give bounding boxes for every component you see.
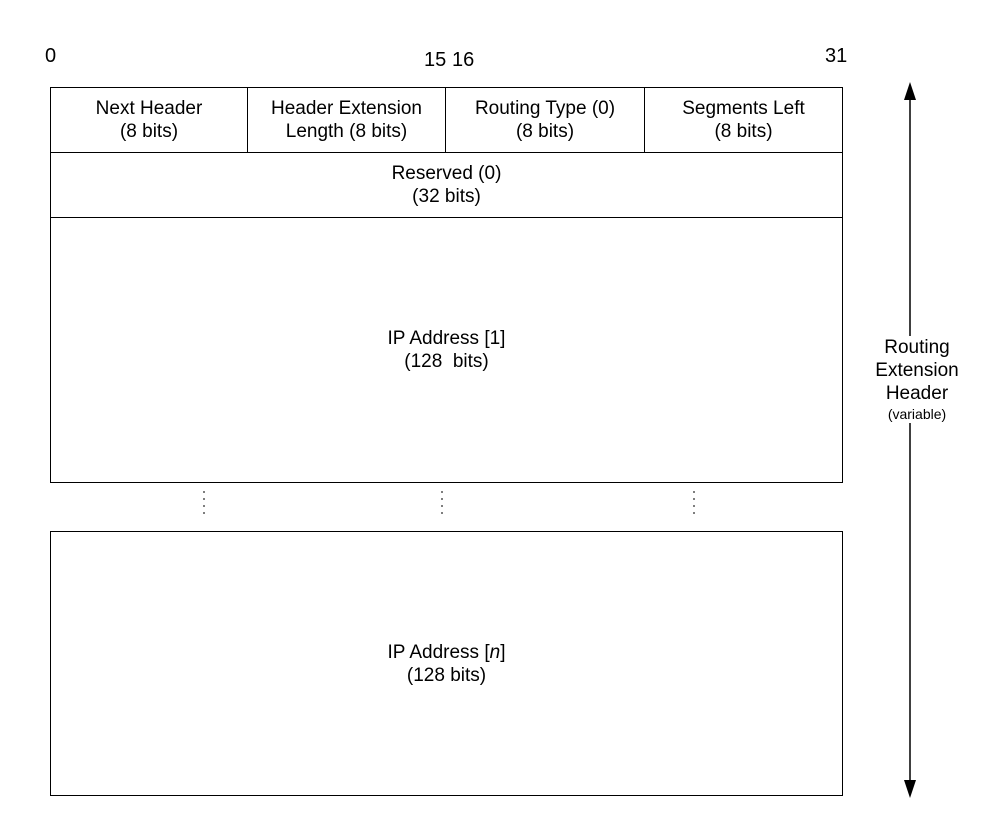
bit-label-16: 16 (452, 49, 475, 71)
field-segments-left: Segments Left (8 bits) (645, 88, 842, 152)
field-next-header-name: Next Header (95, 98, 203, 119)
field-next-header: Next Header (8 bits) (51, 88, 247, 152)
side-label-line-2: Extension (875, 360, 959, 381)
arrow-head-up-icon (904, 82, 916, 100)
bit-label-0: 0 (45, 45, 57, 67)
ellipsis-dots-left (203, 491, 205, 514)
header-box-bottom (50, 531, 843, 796)
double-arrow (904, 82, 916, 798)
field-header-extension-length-name: Header Extension (270, 98, 423, 119)
col-divider-1 (247, 87, 248, 153)
side-label-line-3: Header (885, 383, 949, 404)
row-divider-1 (50, 152, 843, 153)
field-ip-address-n-name: IP Address [n] (387, 641, 506, 663)
field-header-extension-length-size: Length (8 bits) (285, 121, 408, 142)
bit-label-31: 31 (825, 45, 848, 67)
field-routing-type-size: (8 bits) (515, 121, 575, 142)
field-reserved: Reserved (0) (32 bits) (51, 153, 842, 217)
field-ip-address-n: IP Address [n] (128 bits) (51, 532, 842, 795)
field-routing-type: Routing Type (0) (8 bits) (446, 88, 644, 152)
col-divider-3 (644, 87, 645, 153)
field-routing-type-name: Routing Type (0) (474, 98, 616, 119)
header-box-top (50, 87, 843, 483)
field-ip-address-1: IP Address [1] (128 bits) (51, 218, 842, 482)
ellipsis-dots-center (441, 491, 443, 514)
field-header-extension-length: Header Extension Length (8 bits) (248, 88, 445, 152)
col-divider-2 (445, 87, 446, 153)
side-label-line-1: Routing (884, 337, 950, 358)
field-reserved-name: Reserved (0) (391, 163, 502, 184)
row-divider-2 (50, 217, 843, 218)
routing-extension-header-label: Routing Extension Header (variable) (862, 336, 972, 423)
ellipsis-dots-right (693, 491, 695, 514)
field-ip-address-1-name: IP Address [1] (387, 328, 506, 349)
field-ip-address-n-size: (128 bits) (406, 664, 487, 686)
field-segments-left-name: Segments Left (682, 98, 805, 119)
arrow-head-down-icon (904, 780, 916, 798)
field-segments-left-size: (8 bits) (714, 121, 773, 142)
field-reserved-size: (32 bits) (412, 186, 481, 207)
field-next-header-size: (8 bits) (119, 121, 179, 142)
field-ip-address-1-size: (128 bits) (404, 351, 489, 372)
side-label-line-4: (variable) (887, 406, 947, 422)
bit-label-15: 15 (424, 49, 447, 71)
